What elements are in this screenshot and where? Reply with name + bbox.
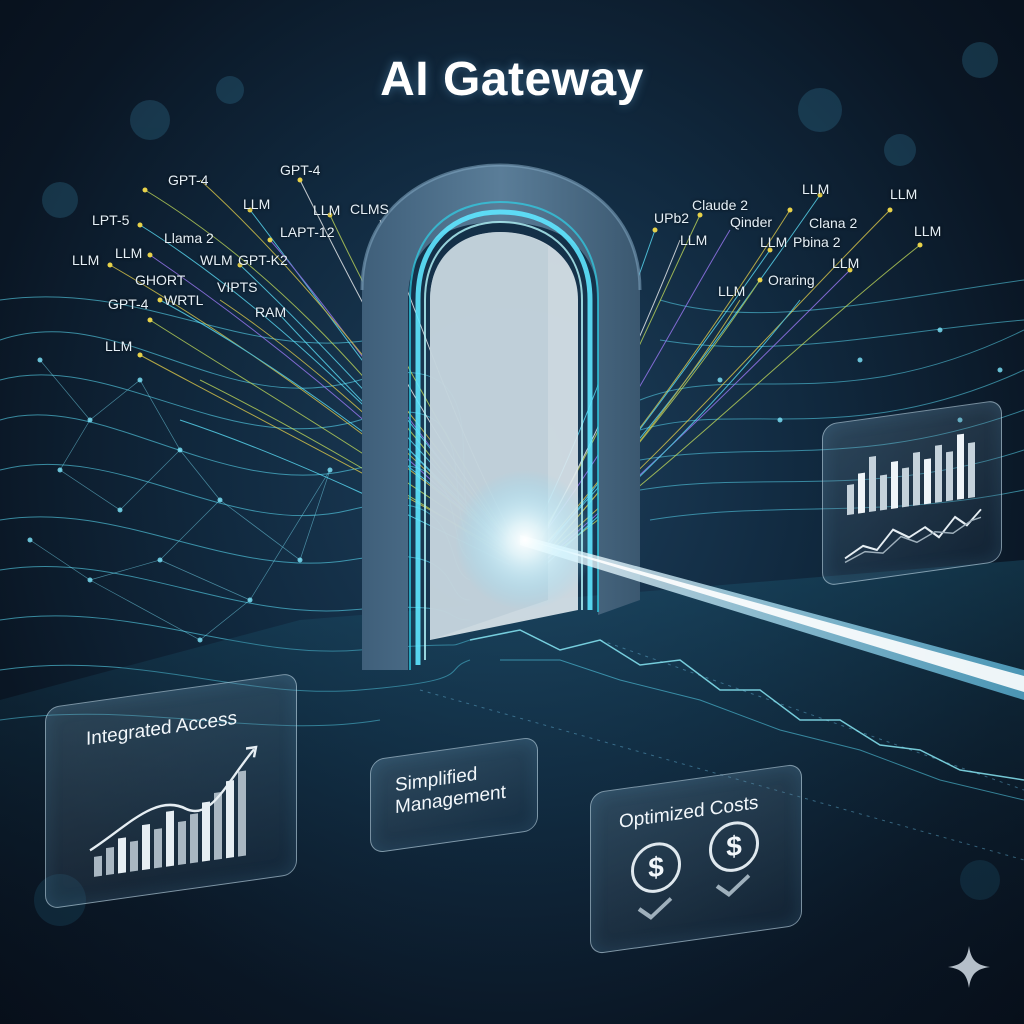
optimized-costs-panel: Optimized Costs $ $ — [590, 763, 802, 955]
model-label: LLM — [105, 338, 133, 354]
model-label: LLM — [832, 255, 860, 271]
model-label: LLM — [680, 232, 708, 248]
model-label: LAPT-12 — [280, 224, 335, 240]
model-label: Claude 2 — [692, 197, 749, 213]
model-label: CLMS — [350, 201, 389, 217]
model-label: LLM — [890, 186, 918, 202]
trend-arrow-icon — [89, 748, 255, 852]
floor-glow — [0, 560, 1024, 1024]
model-label: GPT-4 — [168, 172, 209, 188]
network-links-left — [29, 359, 331, 641]
spark-trail — [469, 629, 1024, 781]
model-label: Qinder — [730, 214, 773, 230]
model-label: LLM — [802, 181, 830, 197]
model-label: WLM — [200, 252, 233, 268]
model-label: LLM — [243, 196, 271, 212]
checkmark-icon — [637, 897, 673, 920]
model-label: GHORT — [135, 272, 186, 288]
line-chart-icon — [844, 508, 982, 564]
model-label: GPT-4 — [280, 162, 321, 178]
model-label: UPb2 — [654, 210, 690, 226]
model-label: WRTL — [164, 292, 204, 308]
model-label: VIPTS — [217, 279, 258, 295]
currency-symbol: $ — [648, 850, 664, 884]
model-label: LLM — [115, 245, 143, 261]
simplified-management-title: Simplified Management — [395, 763, 506, 819]
model-label: LLM — [313, 202, 341, 218]
model-label: Oraring — [768, 272, 815, 288]
floor-dotted-lines — [419, 639, 1024, 861]
network-nodes-right — [717, 327, 1003, 423]
model-stream-endpoints-left — [107, 177, 333, 358]
model-label: GPT-4 — [108, 296, 149, 312]
dollar-coin-icon: $ — [631, 839, 681, 897]
model-label: LLM — [718, 283, 746, 299]
checkmark-icon — [715, 874, 751, 897]
bar-chart-icon — [89, 745, 258, 877]
sparkle-icon — [948, 946, 990, 988]
model-label: Llama 2 — [164, 230, 214, 246]
model-label: RAM — [255, 304, 287, 320]
model-stream-endpoints-right — [652, 192, 923, 283]
model-label: LLM — [760, 234, 788, 250]
model-label: Pbina 2 — [793, 234, 841, 250]
light-flare — [455, 470, 595, 610]
data-waves-right — [639, 279, 1024, 521]
dollar-coin-icon: $ — [709, 818, 759, 876]
page-title: AI Gateway — [380, 53, 644, 106]
model-label: GPT-K2 — [238, 252, 288, 268]
analytics-panel — [822, 399, 1002, 587]
model-label: LLM — [72, 252, 100, 268]
bar-chart-icon — [847, 433, 975, 516]
model-label: Clana 2 — [809, 215, 858, 231]
model-label: LPT-5 — [92, 212, 130, 228]
integrated-access-panel: Integrated Access — [45, 672, 297, 910]
model-label: LLM — [914, 223, 942, 239]
currency-symbol: $ — [726, 829, 742, 863]
